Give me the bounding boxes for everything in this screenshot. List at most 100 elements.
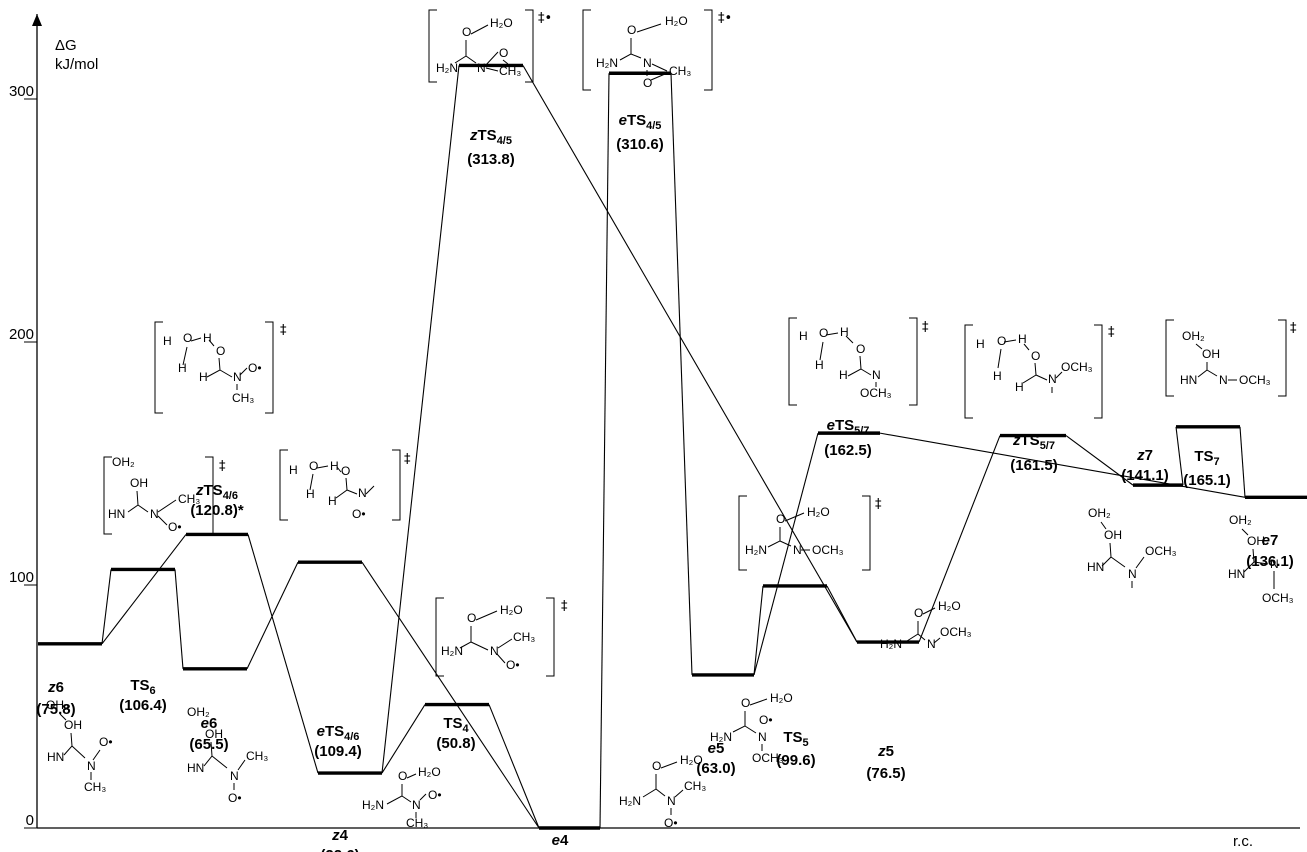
svg-text:OCH₃: OCH₃ bbox=[1145, 544, 1177, 558]
svg-text:O: O bbox=[741, 696, 750, 710]
svg-text:OH: OH bbox=[1202, 347, 1220, 361]
level-value-zTS57: (161.5) bbox=[1010, 457, 1058, 474]
svg-text:H: H bbox=[306, 487, 315, 501]
level-value-TS7: (165.1) bbox=[1183, 472, 1231, 489]
svg-text:OH: OH bbox=[130, 476, 148, 490]
svg-text:H: H bbox=[840, 325, 849, 339]
svg-text:‡: ‡ bbox=[922, 320, 929, 335]
structure-ts6: ‡ OH₂ OH HN N CH₃ O• bbox=[103, 455, 226, 535]
level-value-TS6: (106.4) bbox=[119, 697, 167, 714]
svg-text:H₂N: H₂N bbox=[880, 637, 902, 651]
svg-text:N: N bbox=[87, 759, 96, 773]
svg-text:O: O bbox=[914, 606, 923, 620]
svg-text:‡•: ‡• bbox=[538, 11, 552, 26]
y-axis-label-line2: kJ/mol bbox=[55, 56, 98, 73]
svg-text:O: O bbox=[1031, 349, 1040, 363]
y-tick-label: 100 bbox=[9, 569, 34, 586]
svg-text:N: N bbox=[1128, 567, 1137, 581]
level-name-zTS45: zTS4/5 bbox=[469, 127, 512, 147]
svg-text:O•: O• bbox=[428, 788, 442, 802]
connector-line bbox=[1065, 435, 1134, 486]
svg-text:H: H bbox=[178, 361, 187, 375]
svg-text:HN: HN bbox=[108, 507, 125, 521]
svg-text:‡: ‡ bbox=[1290, 321, 1297, 336]
svg-text:OCH₃: OCH₃ bbox=[812, 543, 844, 557]
svg-text:OCH₃: OCH₃ bbox=[1262, 591, 1294, 605]
svg-text:H: H bbox=[1015, 380, 1024, 394]
svg-text:O•: O• bbox=[99, 735, 113, 749]
svg-text:N: N bbox=[477, 61, 486, 75]
svg-text:CH₃: CH₃ bbox=[232, 391, 254, 405]
level-name-e7: e7 bbox=[1262, 532, 1279, 549]
level-name-z4: z4 bbox=[331, 827, 349, 844]
svg-text:O•: O• bbox=[759, 713, 773, 727]
level-value-z6: (75.8) bbox=[36, 701, 75, 718]
level-value-eTS57: (162.5) bbox=[824, 442, 872, 459]
level-name-e6: e6 bbox=[201, 715, 218, 732]
svg-text:H₂N: H₂N bbox=[441, 644, 463, 658]
svg-text:O•: O• bbox=[664, 816, 678, 830]
svg-text:CH₃: CH₃ bbox=[84, 780, 106, 794]
structure-ts7: ‡ OH₂ OH HN N OCH₃ bbox=[1165, 319, 1297, 397]
level-value-TS4: (50.8) bbox=[436, 735, 475, 752]
level-value-z7: (141.1) bbox=[1121, 467, 1169, 484]
connector-line bbox=[1175, 426, 1184, 486]
svg-text:OH₂: OH₂ bbox=[1088, 506, 1111, 520]
svg-text:HN: HN bbox=[187, 761, 204, 775]
structure-ets57: ‡ H O H O H H N OCH₃ bbox=[788, 317, 929, 406]
svg-text:CH₃: CH₃ bbox=[513, 630, 535, 644]
svg-text:‡: ‡ bbox=[561, 599, 568, 614]
level-name-eTS45: eTS4/5 bbox=[619, 112, 662, 132]
svg-text:N: N bbox=[793, 543, 802, 557]
svg-text:N: N bbox=[872, 368, 881, 382]
connector-line bbox=[670, 73, 693, 675]
svg-text:O: O bbox=[183, 331, 192, 345]
svg-text:N: N bbox=[1270, 557, 1279, 571]
structure-z5: O H₂O H₂N N OCH₃ bbox=[880, 599, 972, 651]
svg-text:OH₂: OH₂ bbox=[1182, 329, 1205, 343]
svg-text:O: O bbox=[398, 769, 407, 783]
energy-levels bbox=[38, 63, 1307, 830]
structure-e6: OH₂ OH HN N CH₃ O• bbox=[187, 705, 268, 805]
y-tick-label: 300 bbox=[9, 83, 34, 100]
svg-text:H₂O: H₂O bbox=[938, 599, 961, 613]
level-name-TS7: TS7 bbox=[1194, 448, 1219, 468]
svg-text:CH₃: CH₃ bbox=[406, 816, 428, 830]
svg-text:O•: O• bbox=[228, 791, 242, 805]
structure-e4: O H₂O H₂N N CH₃ O• bbox=[619, 753, 706, 830]
connector-line bbox=[826, 585, 858, 643]
level-name-eTS57: eTS5/7 bbox=[827, 417, 870, 437]
level-name-e4: e4 bbox=[552, 832, 569, 849]
connector-lines bbox=[101, 65, 1246, 829]
svg-text:HN: HN bbox=[47, 750, 64, 764]
svg-text:OH₂: OH₂ bbox=[187, 705, 210, 719]
connector-line bbox=[101, 569, 112, 644]
connector-line bbox=[753, 585, 764, 675]
connector-line bbox=[361, 561, 540, 829]
structure-z7: OH₂ OH HN N OCH₃ bbox=[1087, 506, 1177, 588]
svg-text:O: O bbox=[856, 342, 865, 356]
level-value-eTS45: (310.6) bbox=[616, 136, 664, 153]
svg-text:N: N bbox=[927, 637, 936, 651]
svg-text:H₂O: H₂O bbox=[418, 765, 441, 779]
svg-text:H₂O: H₂O bbox=[807, 505, 830, 519]
svg-text:H: H bbox=[993, 369, 1002, 383]
structure-ets46: ‡ H O H O H H N O• bbox=[279, 449, 411, 521]
svg-text:HN: HN bbox=[1228, 567, 1245, 581]
svg-text:O•: O• bbox=[168, 520, 182, 534]
structure-e7: OH₂ OH HN N OCH₃ bbox=[1228, 513, 1294, 605]
y-tick-label: 200 bbox=[9, 326, 34, 343]
svg-text:O: O bbox=[499, 46, 508, 60]
svg-text:N: N bbox=[490, 644, 499, 658]
svg-text:H₂N: H₂N bbox=[436, 61, 458, 75]
structure-z6: OH₂ OH HN N O• CH₃ bbox=[46, 698, 113, 794]
svg-text:O: O bbox=[216, 344, 225, 358]
svg-text:N: N bbox=[1219, 373, 1228, 387]
svg-text:H₂O: H₂O bbox=[770, 691, 793, 705]
svg-text:CH₃: CH₃ bbox=[246, 749, 268, 763]
level-name-TS6: TS6 bbox=[130, 677, 155, 697]
svg-text:‡: ‡ bbox=[280, 323, 287, 338]
svg-text:OCH₃: OCH₃ bbox=[860, 386, 892, 400]
structure-zts45: ‡• O H₂O H₂N N O CH₃ bbox=[428, 9, 552, 83]
